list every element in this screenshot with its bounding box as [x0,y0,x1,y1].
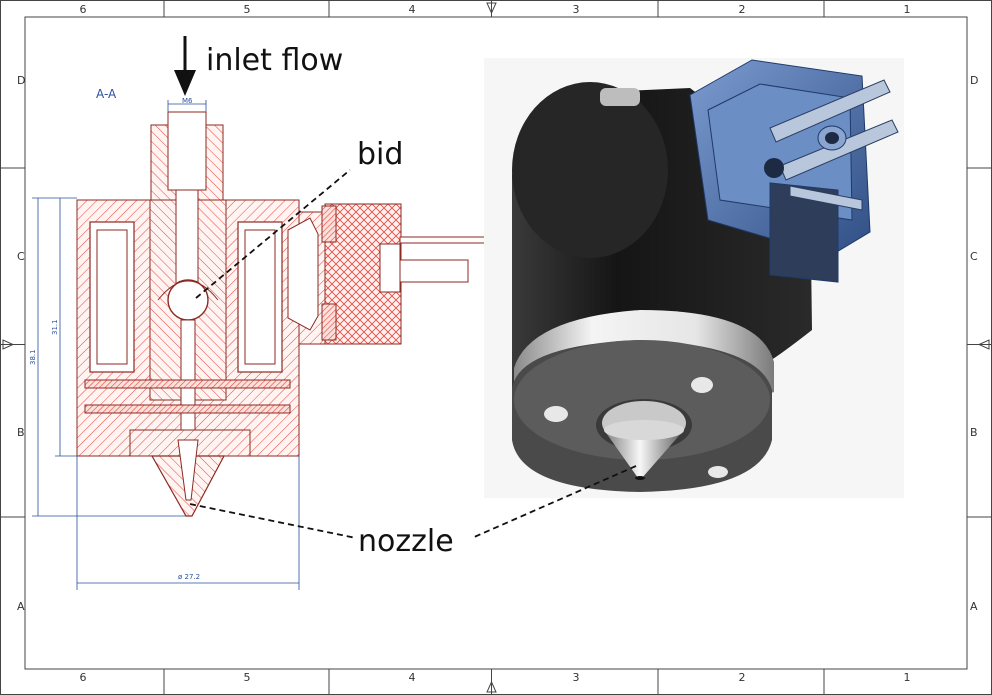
column-label-top-2: 2 [739,3,746,16]
inlet-flow-label: inlet flow [206,43,343,78]
row-label-left-d: D [17,74,25,87]
ball-valve [167,279,209,321]
inlet-bore [167,111,207,191]
dimension-height-body: 31.1 [51,319,59,335]
column-label-top-6: 6 [80,3,87,16]
nozzle-cone [604,430,684,478]
column-label-top-5: 5 [244,3,251,16]
callout-nozzle: nozzle [189,465,637,559]
row-label-right-a: A [970,600,978,613]
row-label-right-d: D [970,74,978,87]
row-label-left-c: C [17,250,25,263]
section-view-a-a: A-A [29,87,487,590]
column-label-top-4: 4 [409,3,416,16]
column-label-top-3: 3 [573,3,580,16]
inlet-arrow-icon [174,70,196,96]
dimension-inlet-thread: M6 [182,97,193,105]
row-label-left-a: A [17,600,25,613]
connector-pin-upper [399,236,487,244]
dimension-height-total: 38.1 [29,349,37,365]
valve-3d-render [484,58,904,498]
row-label-left-b: B [17,426,25,439]
dimension-lines [32,100,300,590]
column-label-bottom-5: 5 [244,671,251,684]
column-label-bottom-1: 1 [904,671,911,684]
dimension-width: ø 27.2 [178,573,200,581]
connector-pins [769,79,899,211]
column-label-bottom-2: 2 [739,671,746,684]
column-label-top-1: 1 [904,3,911,16]
callout-bid: bid [195,137,403,299]
callout-inlet-flow: inlet flow [174,36,343,96]
column-label-bottom-4: 4 [409,671,416,684]
nozzle-label: nozzle [358,524,454,559]
column-label-bottom-6: 6 [80,671,87,684]
row-label-right-b: B [970,426,978,439]
flow-channel [175,189,199,291]
connector-pin-middle [399,259,469,283]
row-label-right-c: C [970,250,978,263]
column-label-bottom-3: 3 [573,671,580,684]
bid-label: bid [357,137,403,172]
section-label: A-A [96,87,117,101]
